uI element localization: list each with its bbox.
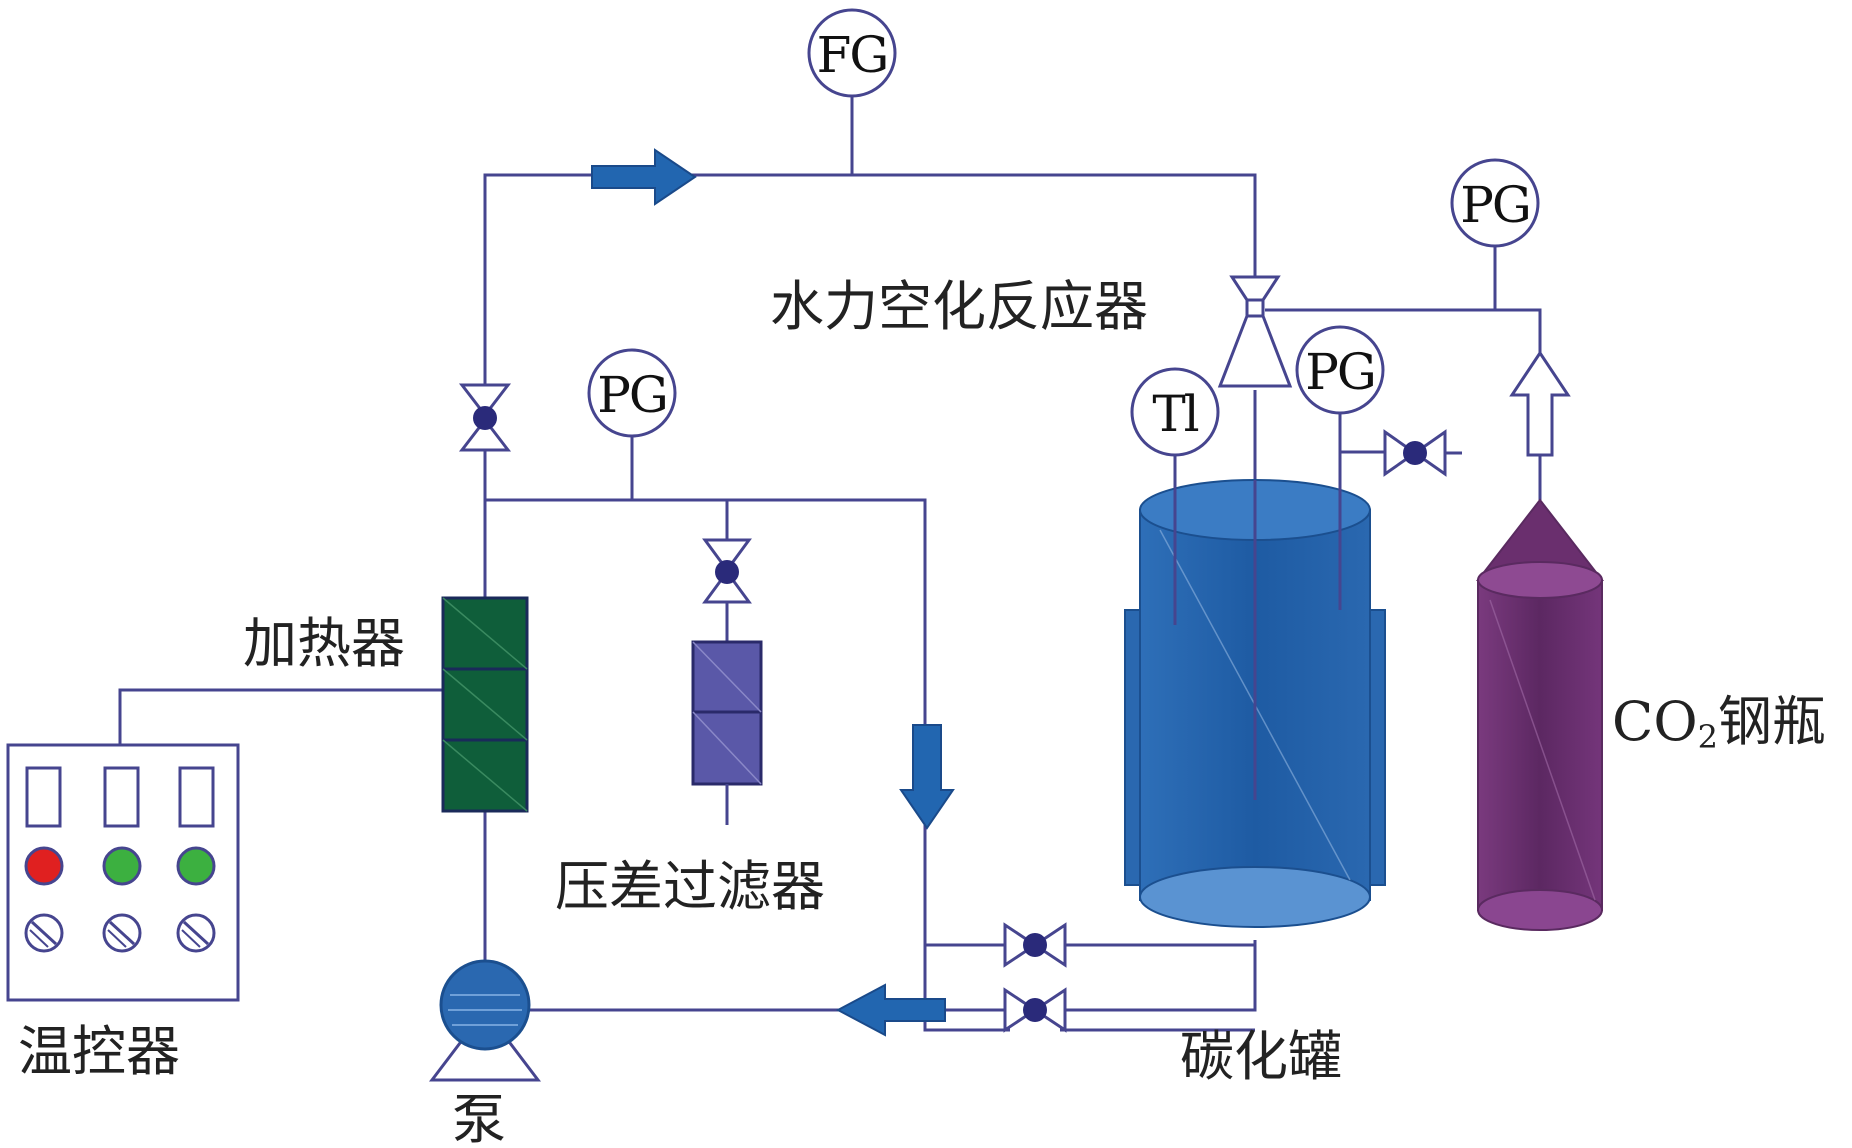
display-window-3 bbox=[178, 766, 215, 828]
valve-filter[interactable] bbox=[702, 538, 752, 604]
carbonation-tank bbox=[1124, 479, 1386, 928]
gas-arrow-up-icon bbox=[1509, 350, 1571, 457]
pressure-gauge-cylinder: PG bbox=[1450, 158, 1540, 248]
reactor-label: 水力空化反应器 bbox=[770, 275, 1148, 338]
tank-label: 碳化罐 bbox=[1180, 1025, 1342, 1088]
temperature-indicator: Tl bbox=[1130, 367, 1220, 457]
pressure-gauge-tank: PG bbox=[1295, 325, 1385, 415]
indicator-led-green-2 bbox=[176, 846, 216, 886]
flow-arrow-left-icon bbox=[835, 983, 946, 1037]
svg-text:PG: PG bbox=[1460, 176, 1530, 234]
svg-text:PG: PG bbox=[597, 366, 667, 424]
differential-pressure-filter bbox=[691, 602, 763, 825]
filter-label: 压差过滤器 bbox=[555, 855, 825, 918]
valve-heater-line[interactable] bbox=[458, 383, 512, 452]
valve-tank-bottom-1[interactable] bbox=[1003, 922, 1067, 968]
cavitation-reactor bbox=[1217, 275, 1293, 388]
svg-text:PG: PG bbox=[1305, 343, 1375, 401]
control-knob-3[interactable] bbox=[176, 913, 216, 953]
co2-cylinder bbox=[1475, 498, 1605, 931]
temperature-controller bbox=[6, 743, 240, 1002]
flow-gauge: FG bbox=[807, 8, 897, 98]
svg-text:Tl: Tl bbox=[1152, 385, 1198, 443]
display-window-1 bbox=[25, 766, 62, 828]
indicator-led-green-1 bbox=[102, 846, 142, 886]
valve-tank-bottom-2[interactable] bbox=[1003, 987, 1067, 1033]
pressure-gauge-filter: PG bbox=[587, 348, 677, 438]
flow-arrow-right-icon bbox=[591, 148, 697, 206]
flow-arrow-down-icon bbox=[899, 724, 955, 830]
heater bbox=[441, 596, 529, 813]
pump-label: 泵 bbox=[452, 1088, 506, 1148]
svg-text:FG: FG bbox=[817, 26, 888, 84]
co2-cylinder-label: CO2钢瓶 bbox=[1612, 690, 1826, 756]
control-knob-1[interactable] bbox=[24, 913, 64, 953]
pump[interactable] bbox=[428, 959, 542, 1082]
temp-controller-label: 温控器 bbox=[18, 1020, 180, 1083]
control-knob-2[interactable] bbox=[102, 913, 142, 953]
heater-label: 加热器 bbox=[243, 612, 405, 675]
display-window-2 bbox=[103, 766, 140, 828]
valve-tank-vent[interactable] bbox=[1383, 429, 1447, 477]
indicator-led-red bbox=[24, 846, 64, 886]
